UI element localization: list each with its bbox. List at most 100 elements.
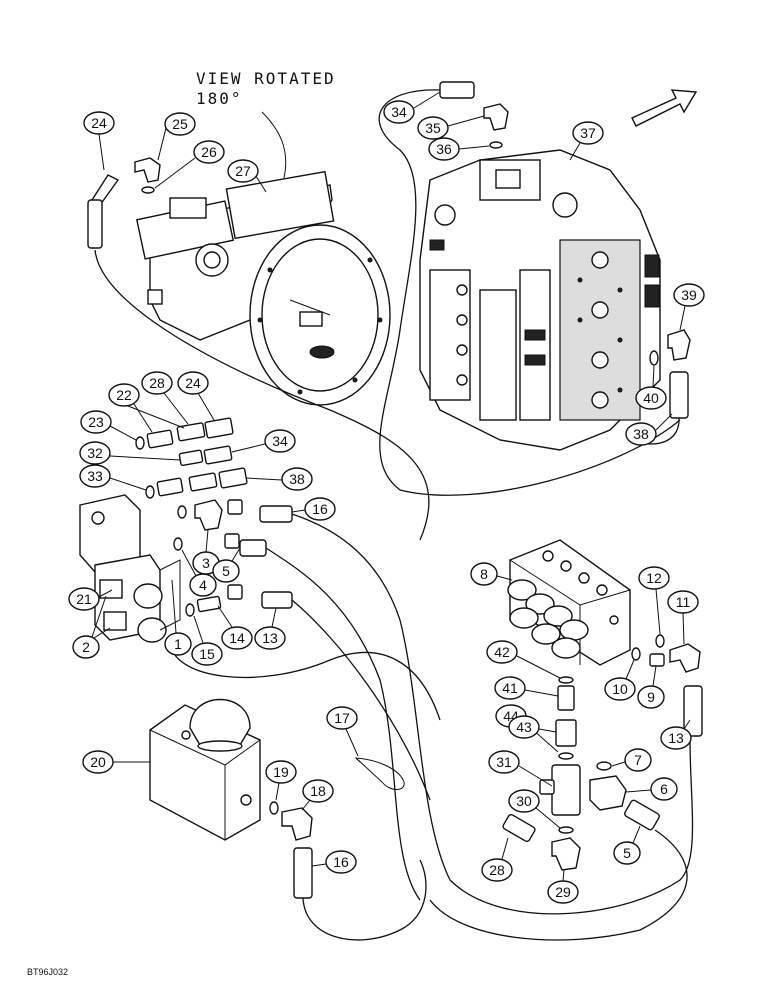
svg-text:15: 15 (199, 646, 215, 662)
svg-text:34: 34 (272, 433, 288, 449)
callout-33: 33 (79, 464, 147, 491)
callout-36: 36 (428, 137, 490, 161)
view-rotated-label: VIEW ROTATED (196, 69, 336, 88)
o-ring-7 (596, 761, 612, 771)
o-ring-10 (631, 647, 641, 661)
svg-text:14: 14 (229, 630, 245, 646)
svg-text:13: 13 (262, 630, 278, 646)
svg-text:40: 40 (643, 390, 659, 406)
callout-42: 42 (486, 640, 561, 679)
callout-12: 12 (638, 566, 670, 635)
solenoid-valve-bracket (79, 494, 181, 643)
view-leader (261, 111, 287, 179)
svg-text:41: 41 (502, 680, 518, 696)
callout-35: 35 (417, 115, 485, 140)
direction-arrow-icon (631, 89, 698, 127)
o-ring-12 (655, 634, 665, 648)
svg-text:28: 28 (149, 375, 165, 391)
svg-text:1: 1 (174, 636, 182, 652)
callout-30: 30 (508, 789, 561, 829)
hose-16-bottom-line (302, 859, 427, 941)
callout-2: 2 (72, 595, 111, 659)
svg-text:10: 10 (612, 681, 628, 697)
svg-text:33: 33 (87, 468, 103, 484)
svg-text:2: 2 (82, 639, 90, 655)
callout-27: 27 (227, 159, 267, 193)
accumulator-block (149, 698, 261, 841)
svg-text:27: 27 (235, 163, 251, 179)
callout-14: 14 (217, 605, 253, 650)
svg-text:42: 42 (494, 644, 510, 660)
callout-31: 31 (488, 750, 553, 787)
callout-22: 22 (108, 383, 185, 433)
callout-6: 6 (625, 777, 678, 801)
callout-5a: 5 (212, 547, 241, 583)
hydraulic-pump (135, 170, 391, 406)
svg-text:32: 32 (87, 445, 103, 461)
view-rotated-angle: 180° (196, 89, 243, 108)
hose-34-line (378, 89, 681, 496)
svg-text:19: 19 (273, 764, 289, 780)
callout-39: 39 (673, 283, 705, 331)
svg-text:24: 24 (185, 375, 201, 391)
svg-text:25: 25 (172, 116, 188, 132)
callout-11: 11 (667, 590, 699, 645)
callout-28b: 28 (481, 837, 513, 882)
hose-38-right (669, 371, 689, 419)
svg-text:38: 38 (633, 426, 649, 442)
hose-28-bottom (502, 813, 536, 843)
hose-16-line (291, 513, 694, 915)
svg-text:9: 9 (647, 689, 655, 705)
callout-15: 15 (191, 615, 223, 666)
svg-text:24: 24 (91, 115, 107, 131)
o-ring-26 (141, 186, 155, 194)
o-ring-36 (489, 141, 503, 149)
svg-text:29: 29 (555, 884, 571, 900)
svg-text:7: 7 (634, 752, 642, 768)
svg-text:20: 20 (90, 754, 106, 770)
callout-19: 19 (265, 760, 297, 801)
callout-16b: 16 (311, 850, 357, 874)
hose-34-end (439, 81, 475, 99)
hose-24 (87, 174, 430, 541)
hose-loop-line (169, 639, 441, 721)
svg-text:13: 13 (668, 730, 684, 746)
svg-text:16: 16 (333, 854, 349, 870)
callout-24a: 24 (83, 111, 115, 171)
hose-5-right (624, 799, 660, 831)
callout-41: 41 (494, 676, 559, 700)
svg-text:30: 30 (516, 793, 532, 809)
callout-43: 43 (508, 715, 557, 739)
callout-17: 17 (326, 706, 359, 757)
callout-37: 37 (569, 121, 604, 161)
svg-text:8: 8 (480, 566, 488, 582)
svg-text:3: 3 (202, 555, 210, 571)
plug-9 (649, 653, 665, 667)
o-ring-19 (269, 801, 279, 815)
callout-21: 21 (68, 587, 113, 611)
svg-text:23: 23 (88, 414, 104, 430)
callout-7: 7 (611, 748, 652, 772)
callout-34a: 34 (383, 91, 441, 124)
callout-25: 25 (157, 112, 196, 161)
hose-5-line (265, 547, 421, 901)
callout-13b: 13 (660, 719, 692, 750)
callout-1: 1 (164, 579, 192, 656)
svg-text:5: 5 (222, 563, 230, 579)
svg-text:6: 6 (660, 781, 668, 797)
svg-text:38: 38 (289, 471, 305, 487)
o-ring-40 (649, 350, 659, 366)
callout-4: 4 (181, 549, 217, 597)
drawing-code: BT96J032 (27, 967, 68, 977)
hose-13-line (291, 599, 431, 801)
callout-13a: 13 (254, 607, 286, 650)
svg-text:34: 34 (391, 104, 407, 120)
tie-strap-17 (354, 757, 405, 790)
callout-28a: 28 (141, 371, 189, 425)
elbow-fitting-11 (669, 643, 701, 673)
svg-text:16: 16 (312, 501, 328, 517)
callout-29: 29 (547, 869, 579, 904)
svg-text:21: 21 (76, 591, 92, 607)
callout-24b: 24 (177, 371, 215, 421)
